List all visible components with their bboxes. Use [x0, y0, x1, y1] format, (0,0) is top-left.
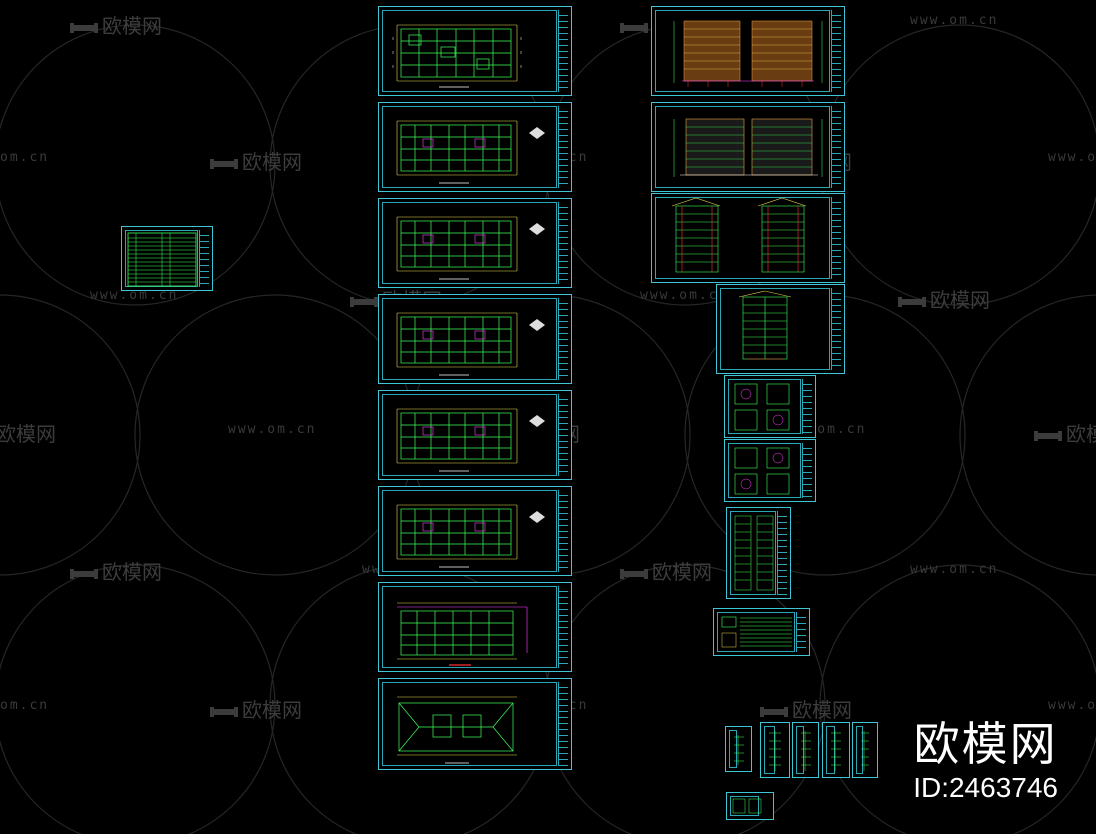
- watermark-url: om.cn: [0, 698, 50, 713]
- detail-drawing: [734, 383, 790, 431]
- detail-drawing: [769, 731, 781, 771]
- sofa-logo-icon: [210, 707, 238, 717]
- drawing-sheet-detail[interactable]: [724, 439, 816, 502]
- drawing-sheet-index[interactable]: [121, 226, 213, 291]
- drawing-sheet-detail-small[interactable]: [792, 722, 819, 778]
- drawing-sheet-floor-plan[interactable]: [378, 294, 572, 384]
- floor-plan-drawing: [396, 216, 545, 280]
- floor-plan-drawing: [396, 120, 545, 184]
- drawing-sheet-floor-plan[interactable]: [378, 198, 572, 288]
- sofa-logo-icon: [898, 297, 926, 307]
- section-drawing: [738, 290, 792, 360]
- detail-drawing: [861, 731, 869, 771]
- watermark-url: om.cn: [0, 150, 50, 165]
- drawing-sheet-elevation[interactable]: [651, 102, 845, 192]
- watermark-logo: 欧模网: [0, 422, 56, 446]
- sofa-logo-icon: [620, 23, 648, 33]
- drawing-sheet-roof-plan[interactable]: [378, 678, 572, 770]
- roof-plan-drawing: [397, 696, 517, 764]
- watermark-url: www.om.cn: [1048, 698, 1096, 713]
- detail-drawing: [734, 447, 790, 495]
- watermark-logo: 欧模网: [760, 694, 852, 723]
- drawing-sheet-floor-plan[interactable]: [378, 102, 572, 192]
- drawing-sheet-floor-plan[interactable]: [378, 486, 572, 576]
- drawing-sheet-section[interactable]: [651, 193, 845, 283]
- watermark-logo: 欧模网: [70, 556, 162, 585]
- watermark-url: www.om.cn: [228, 422, 317, 437]
- drawing-sheet-notes[interactable]: [713, 608, 810, 656]
- drawing-sheet-detail[interactable]: [724, 375, 816, 438]
- sofa-logo-icon: [350, 297, 378, 307]
- sofa-logo-icon: [1034, 431, 1062, 441]
- stair-detail-drawing: [734, 515, 774, 591]
- elevation-drawing: [673, 118, 823, 177]
- detail-drawing: [732, 798, 762, 814]
- drawing-sheet-floor-plan[interactable]: [378, 6, 572, 96]
- watermark-url: www.om.cn: [1048, 150, 1096, 165]
- drawing-sheet-detail-small[interactable]: [852, 722, 878, 778]
- sofa-logo-icon: [760, 707, 788, 717]
- detail-drawing: [801, 731, 811, 771]
- watermark-logo: 欧模网: [210, 146, 302, 175]
- floor-plan-drawing: [397, 602, 528, 666]
- watermark-url: www.om.cn: [910, 562, 999, 577]
- brand-id: ID:2463746: [913, 772, 1058, 803]
- elevation-drawing: [673, 20, 823, 87]
- section-drawing: [671, 197, 807, 273]
- drawing-sheet-detail-small[interactable]: [726, 792, 774, 820]
- drawing-sheet-detail-small[interactable]: [822, 722, 850, 778]
- drawing-sheet-elevation[interactable]: [651, 6, 845, 96]
- watermark-logo: 欧模网: [1034, 418, 1096, 447]
- drawing-sheet-detail-small[interactable]: [760, 722, 790, 778]
- sofa-logo-icon: [620, 569, 648, 579]
- drawing-sheet-section[interactable]: [716, 284, 845, 374]
- drawing-sheet-floor-plan[interactable]: [378, 582, 572, 672]
- watermark-logo: 欧模网: [70, 10, 162, 39]
- watermark-logo: 欧模网: [898, 284, 990, 313]
- notes-drawing: [721, 616, 792, 648]
- floor-plan-drawing: [396, 408, 545, 472]
- detail-drawing: [734, 735, 744, 765]
- watermark-url: www.om.cn: [910, 13, 999, 28]
- brand-watermark: 欧模网 ID:2463746: [913, 718, 1058, 804]
- floor-plan-drawing: [396, 504, 545, 568]
- drawing-sheet-stair-detail[interactable]: [726, 507, 791, 599]
- drawing-sheet-floor-plan[interactable]: [378, 390, 572, 480]
- sofa-logo-icon: [70, 23, 98, 33]
- detail-drawing: [831, 731, 841, 771]
- brand-name: 欧模网: [913, 717, 1058, 771]
- floor-plan-drawing: [396, 312, 545, 376]
- floor-plan-drawing: [392, 24, 522, 88]
- drawing-sheet-detail-small[interactable]: [725, 726, 752, 772]
- watermark-logo: 欧模网: [210, 694, 302, 723]
- sofa-logo-icon: [210, 159, 238, 169]
- sofa-logo-icon: [70, 569, 98, 579]
- index-table: [127, 232, 197, 287]
- watermark-logo: 欧模网: [620, 556, 712, 585]
